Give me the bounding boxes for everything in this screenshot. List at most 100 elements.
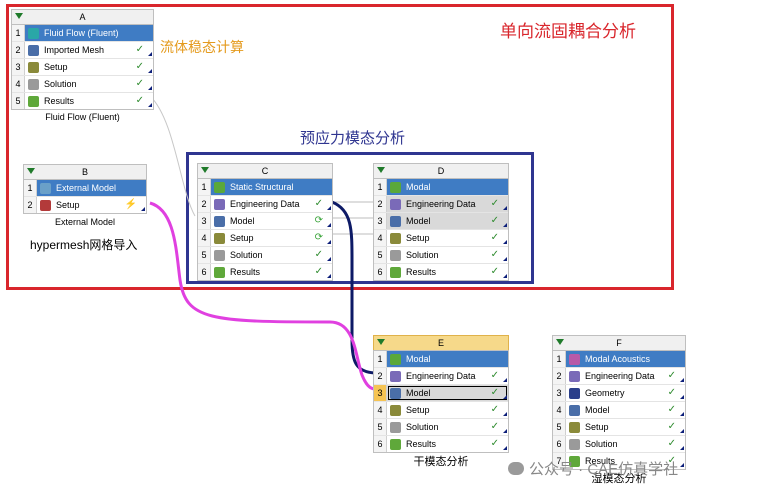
context-menu-icon[interactable] <box>141 207 145 211</box>
context-menu-icon[interactable] <box>148 103 152 107</box>
row-number: 5 <box>553 419 566 435</box>
system-e-caption[interactable]: 干模态分析 <box>413 456 469 468</box>
collapse-arrow-icon[interactable] <box>377 167 385 173</box>
context-menu-icon[interactable] <box>503 378 507 382</box>
one-way-fsi-label: 单向流固耦合分析 <box>500 22 636 41</box>
check-icon: ✓ <box>667 370 676 381</box>
context-menu-icon[interactable] <box>503 395 507 399</box>
collapse-arrow-icon[interactable] <box>377 339 385 345</box>
context-menu-icon[interactable] <box>148 86 152 90</box>
row-number: 3 <box>374 385 387 401</box>
system-a-header[interactable]: A <box>11 9 154 24</box>
context-menu-icon[interactable] <box>327 274 331 278</box>
context-menu-icon[interactable] <box>680 395 684 399</box>
context-menu-icon[interactable] <box>503 274 507 278</box>
cell-label: Solution <box>406 250 439 260</box>
context-menu-icon[interactable] <box>503 446 507 450</box>
row-number: 4 <box>374 230 387 246</box>
cell-label: Engineering Data <box>406 371 476 381</box>
collapse-arrow-icon[interactable] <box>556 339 564 345</box>
system-f-caption[interactable]: 湿模态分析 <box>591 473 647 485</box>
context-menu-icon[interactable] <box>680 446 684 450</box>
system-d-id: D <box>437 166 445 176</box>
check-icon: ✓ <box>490 266 499 277</box>
context-menu-icon[interactable] <box>148 52 152 56</box>
context-menu-icon[interactable] <box>327 257 331 261</box>
collapse-arrow-icon[interactable] <box>15 13 23 19</box>
context-menu-icon[interactable] <box>503 206 507 210</box>
context-menu-icon[interactable] <box>327 223 331 227</box>
collapse-arrow-icon[interactable] <box>27 168 35 174</box>
context-menu-icon[interactable] <box>503 257 507 261</box>
context-menu-icon[interactable] <box>503 429 507 433</box>
model-icon <box>569 404 580 416</box>
context-menu-icon[interactable] <box>503 223 507 227</box>
system-f-header[interactable]: F <box>552 335 686 350</box>
cell-label: Results <box>585 456 616 466</box>
setup-icon <box>28 61 39 73</box>
context-menu-icon[interactable] <box>680 378 684 382</box>
system-c-header[interactable]: C <box>197 163 333 178</box>
collapse-arrow-icon[interactable] <box>201 167 209 173</box>
context-menu-icon[interactable] <box>327 240 331 244</box>
context-menu-icon[interactable] <box>148 69 152 73</box>
link-a-to-c <box>149 95 196 217</box>
solution-icon <box>569 438 580 450</box>
system-d-header[interactable]: D <box>373 163 509 178</box>
refresh-icon: ⟳ <box>314 232 323 243</box>
engineering-data-icon <box>569 370 580 382</box>
context-menu-icon[interactable] <box>680 463 684 467</box>
context-menu-icon[interactable] <box>503 412 507 416</box>
solution-icon <box>390 249 401 261</box>
context-menu-icon[interactable] <box>327 206 331 210</box>
cell-label: Setup <box>585 422 609 432</box>
context-menu-icon[interactable] <box>503 240 507 244</box>
system-b-caption[interactable]: External Model <box>54 217 116 227</box>
context-menu-icon[interactable] <box>680 429 684 433</box>
cell-label: Solution <box>406 422 439 432</box>
context-menu-icon[interactable] <box>680 412 684 416</box>
system-e-header[interactable]: E <box>373 335 509 350</box>
system-b-header[interactable]: B <box>23 164 147 179</box>
system-a-caption[interactable]: Fluid Flow (Fluent) <box>45 112 120 122</box>
cell-label: Solution <box>44 79 77 89</box>
